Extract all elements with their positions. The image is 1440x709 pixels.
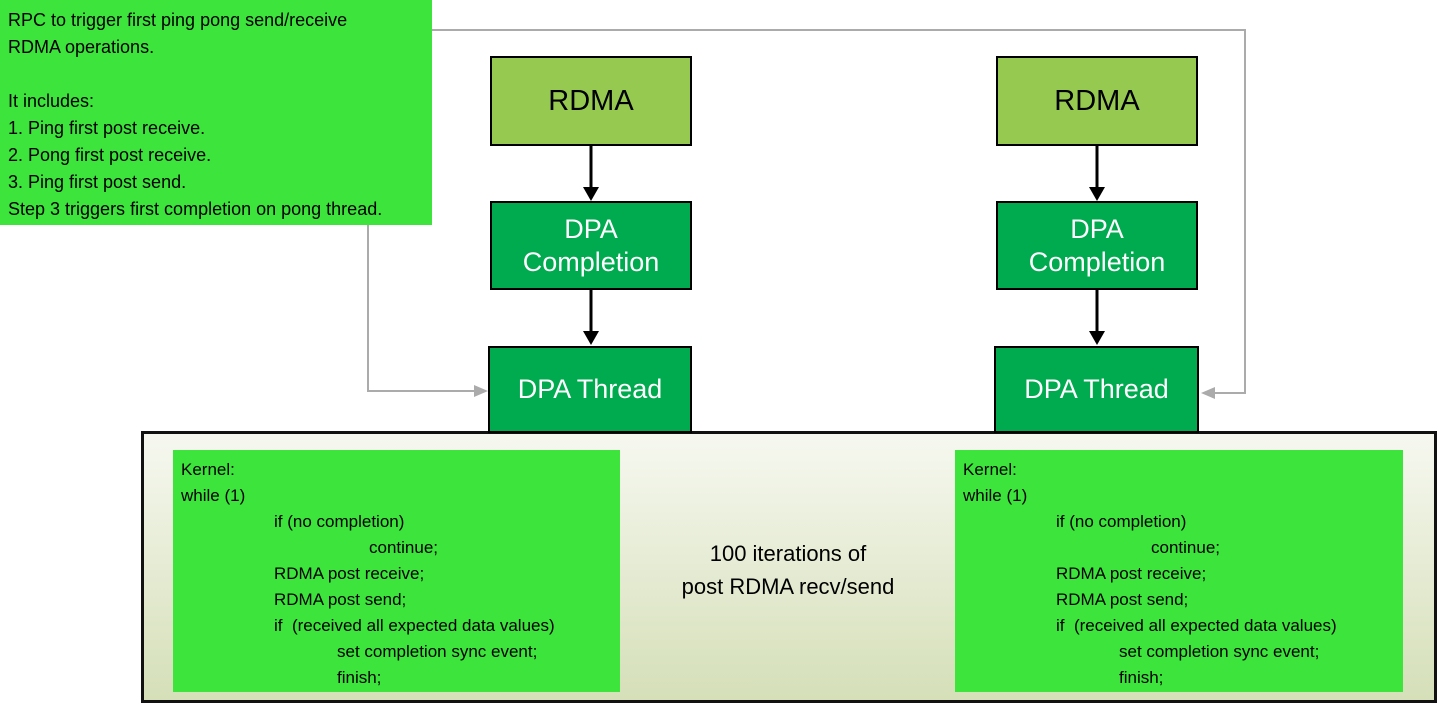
kernel-code-line: while (1) [181, 486, 246, 505]
arrow-completion-to-thread-right [1089, 290, 1105, 345]
iterations-note-line2: post RDMA recv/send [681, 574, 895, 599]
kernel-code-line: RDMA post receive; [1056, 564, 1207, 583]
kernel-code-line: Kernel: [963, 460, 1017, 479]
dpa-thread-node-left: DPA Thread [488, 346, 692, 433]
kernel-code-line: continue; [1151, 538, 1220, 557]
annotation-line: It includes: [8, 91, 95, 111]
kernel-code-line: set completion sync event; [337, 642, 538, 661]
annotation-line [8, 61, 426, 88]
rpc-annotation-box: RPC to trigger first ping pong send/rece… [0, 0, 432, 225]
dpa-completion-label: DPA Completion [522, 213, 660, 277]
kernel-code-box-left: Kernel: while (1) if (no completion) con… [173, 450, 620, 692]
kernel-code-line: continue; [369, 538, 438, 557]
arrow-rdma-to-completion-right [1089, 146, 1105, 201]
rdma-node-label: RDMA [1054, 84, 1140, 117]
dpa-thread-label: DPA Thread [1024, 374, 1169, 404]
arrow-completion-to-thread-left [583, 290, 599, 345]
iterations-note-line1: 100 iterations of [709, 541, 867, 566]
kernel-code-line: Kernel: [181, 460, 235, 479]
dpa-completion-node-right: DPA Completion [996, 201, 1198, 290]
iterations-note: 100 iterations of post RDMA recv/send [628, 537, 948, 603]
kernel-code-line: finish; [337, 668, 382, 687]
annotation-line: RPC to trigger first ping pong send/rece… [8, 10, 348, 30]
kernel-code-line: RDMA post receive; [274, 564, 425, 583]
kernel-code-line: finish; [1119, 668, 1164, 687]
annotation-line: 2. Pong first post receive. [8, 145, 212, 165]
kernel-code-line: if (received all expected data values) [1056, 616, 1337, 635]
rdma-node-left: RDMA [490, 56, 692, 146]
annotation-line: RDMA operations. [8, 37, 155, 57]
kernel-code-line: if (received all expected data values) [274, 616, 555, 635]
dpa-completion-node-left: DPA Completion [490, 201, 692, 290]
dpa-thread-label: DPA Thread [517, 374, 663, 404]
kernel-code-line: RDMA post send; [1056, 590, 1189, 609]
rdma-node-label: RDMA [548, 84, 634, 117]
annotation-line: 3. Ping first post send. [8, 172, 187, 192]
kernel-code-line: while (1) [963, 486, 1028, 505]
kernel-code-box-right: Kernel: while (1) if (no completion) con… [955, 450, 1403, 692]
arrow-rdma-to-completion-left [583, 146, 599, 201]
kernel-code-line: if (no completion) [1056, 512, 1187, 531]
annotation-line: 1. Ping first post receive. [8, 118, 206, 138]
dpa-completion-label: DPA Completion [1028, 213, 1166, 277]
kernel-code-line: RDMA post send; [274, 590, 407, 609]
rdma-node-right: RDMA [996, 56, 1198, 146]
dpa-thread-node-right: DPA Thread [994, 346, 1199, 433]
annotation-line: Step 3 triggers first completion on pong… [8, 199, 383, 219]
kernel-code-line: set completion sync event; [1119, 642, 1320, 661]
connector-annotation-to-thread-left [367, 225, 488, 397]
kernel-code-line: if (no completion) [274, 512, 405, 531]
